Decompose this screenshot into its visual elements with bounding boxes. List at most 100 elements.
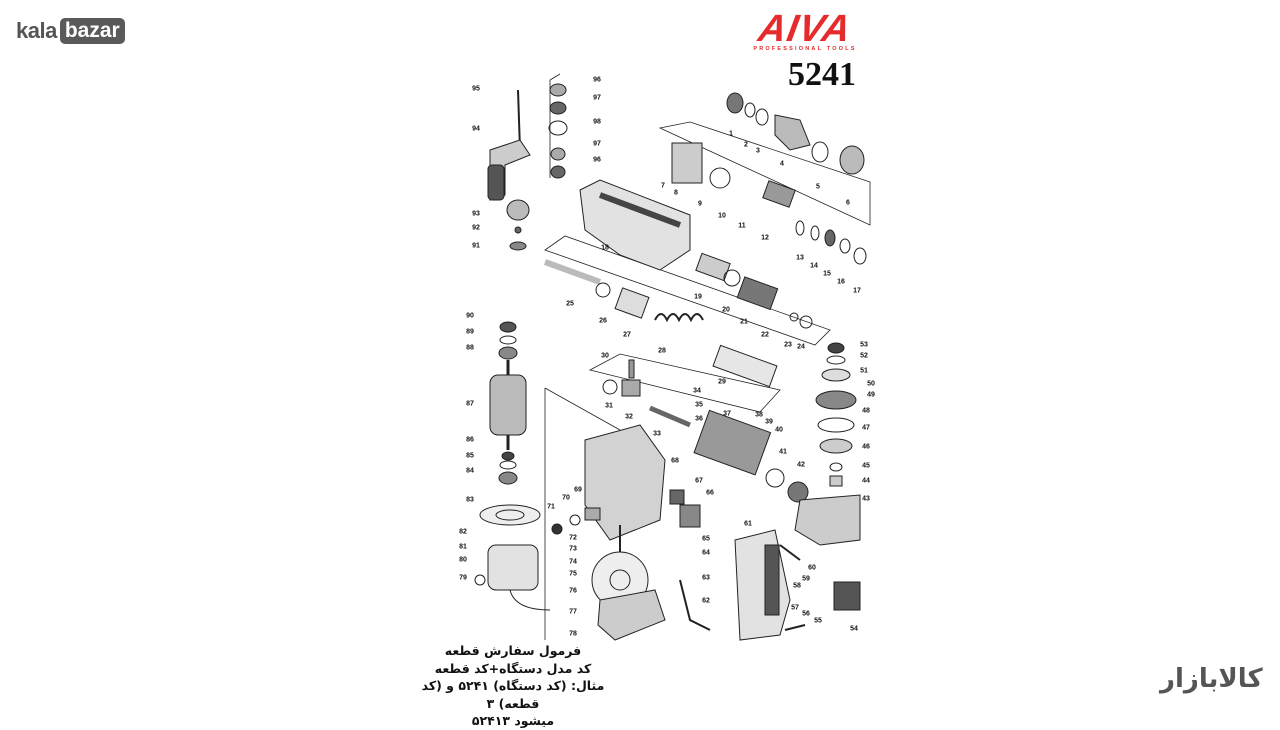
part-label: 51 — [860, 367, 868, 375]
part-label: 59 — [802, 575, 810, 583]
part-label: 20 — [722, 306, 730, 314]
part-label: 55 — [814, 617, 822, 625]
part-label: 95 — [472, 85, 480, 93]
assembly-guide-box — [544, 235, 831, 346]
part-label: 42 — [797, 461, 805, 469]
part-label: 13 — [796, 254, 804, 262]
part-label: 12 — [761, 234, 769, 242]
assembly-guide-box — [658, 121, 871, 226]
part-label: 69 — [574, 486, 582, 494]
part-label: 2 — [744, 141, 748, 149]
part-label: 17 — [853, 287, 861, 295]
aiva-brand-logo: AIVA PROFESSIONAL TOOLS — [740, 8, 870, 52]
part-label: 15 — [823, 270, 831, 278]
part-label: 16 — [837, 278, 845, 286]
part-label: 87 — [466, 400, 474, 408]
part-label: 76 — [569, 587, 577, 595]
brand-tagline: PROFESSIONAL TOOLS — [753, 46, 857, 52]
part-label: 44 — [862, 477, 870, 485]
part-label: 37 — [723, 410, 731, 418]
logo-text-kala: kala — [16, 18, 57, 43]
part-label: 4 — [780, 160, 784, 168]
part-label: 22 — [761, 331, 769, 339]
part-label: 77 — [569, 608, 577, 616]
part-label: 70 — [562, 494, 570, 502]
part-label: 19 — [694, 293, 702, 301]
part-label: 23 — [784, 341, 792, 349]
part-label: 89 — [466, 328, 474, 336]
part-label: 31 — [605, 402, 613, 410]
part-label: 75 — [569, 570, 577, 578]
part-label: 64 — [702, 549, 710, 557]
part-label: 72 — [569, 534, 577, 542]
part-label: 5 — [816, 183, 820, 191]
part-label: 3 — [756, 147, 760, 155]
part-label: 54 — [850, 625, 858, 633]
part-label: 53 — [860, 341, 868, 349]
part-label: 92 — [472, 224, 480, 232]
stator — [487, 544, 539, 591]
part-label: 27 — [623, 331, 631, 339]
part-label: 48 — [862, 407, 870, 415]
part-label: 74 — [569, 558, 577, 566]
part-label: 65 — [702, 535, 710, 543]
order-form-formula: کد مدل دستگاه+کد قطعه — [434, 660, 592, 676]
part-label: 91 — [472, 242, 480, 250]
nameplate — [833, 581, 861, 611]
part-label: 80 — [459, 556, 467, 564]
part-label: 36 — [695, 415, 703, 423]
part-label: 61 — [744, 520, 752, 528]
part-label: 10 — [718, 212, 726, 220]
part-label: 28 — [658, 347, 666, 355]
part-label: 68 — [671, 457, 679, 465]
part-label: 26 — [599, 317, 607, 325]
part-label: 11 — [738, 222, 746, 230]
part-label: 94 — [472, 125, 480, 133]
part-label: 56 — [802, 610, 810, 618]
part-label: 97 — [593, 140, 601, 148]
part-label: 78 — [569, 630, 577, 638]
part-label: 58 — [793, 582, 801, 590]
part-label: 24 — [797, 343, 805, 351]
part-label: 88 — [466, 344, 474, 352]
part-label: 7 — [661, 182, 665, 190]
part-label: 1 — [729, 130, 733, 138]
part-label: 30 — [601, 352, 609, 360]
part-label: 45 — [862, 462, 870, 470]
part-label: 63 — [702, 574, 710, 582]
crank-housing — [794, 494, 861, 546]
part-label: 97 — [593, 94, 601, 102]
part-label: 85 — [466, 452, 474, 460]
part-label: 34 — [693, 387, 701, 395]
part-label: 40 — [775, 426, 783, 434]
part-label: 52 — [860, 352, 868, 360]
motor-housing — [584, 424, 666, 541]
part-label: 50 — [867, 380, 875, 388]
part-label: 49 — [867, 391, 875, 399]
part-label: 79 — [459, 574, 467, 582]
part-order-formula: فرمول سفارش قطعه کد مدل دستگاه+کد قطعه م… — [420, 642, 606, 730]
part-label: 6 — [846, 199, 850, 207]
part-label: 66 — [706, 489, 714, 497]
part-label: 86 — [466, 436, 474, 444]
part-label: 98 — [593, 118, 601, 126]
part-label: 38 — [755, 411, 763, 419]
part-label: 96 — [593, 156, 601, 164]
part-label: 60 — [808, 564, 816, 572]
part-label: 18 — [601, 244, 609, 252]
assembly-guide-box — [588, 353, 781, 413]
kalabazar-persian-logo: کالابازار — [1160, 664, 1263, 694]
part-label: 9 — [698, 200, 702, 208]
part-label: 46 — [862, 443, 870, 451]
kalabazar-logo: kala bazar — [16, 18, 125, 44]
part-label: 90 — [466, 312, 474, 320]
armature — [489, 374, 527, 436]
part-label: 21 — [740, 318, 748, 326]
part-label: 32 — [625, 413, 633, 421]
model-number: 5241 — [788, 56, 856, 93]
part-label: 14 — [810, 262, 818, 270]
part-label: 25 — [566, 300, 574, 308]
part-label: 35 — [695, 401, 703, 409]
part-label: 57 — [791, 604, 799, 612]
